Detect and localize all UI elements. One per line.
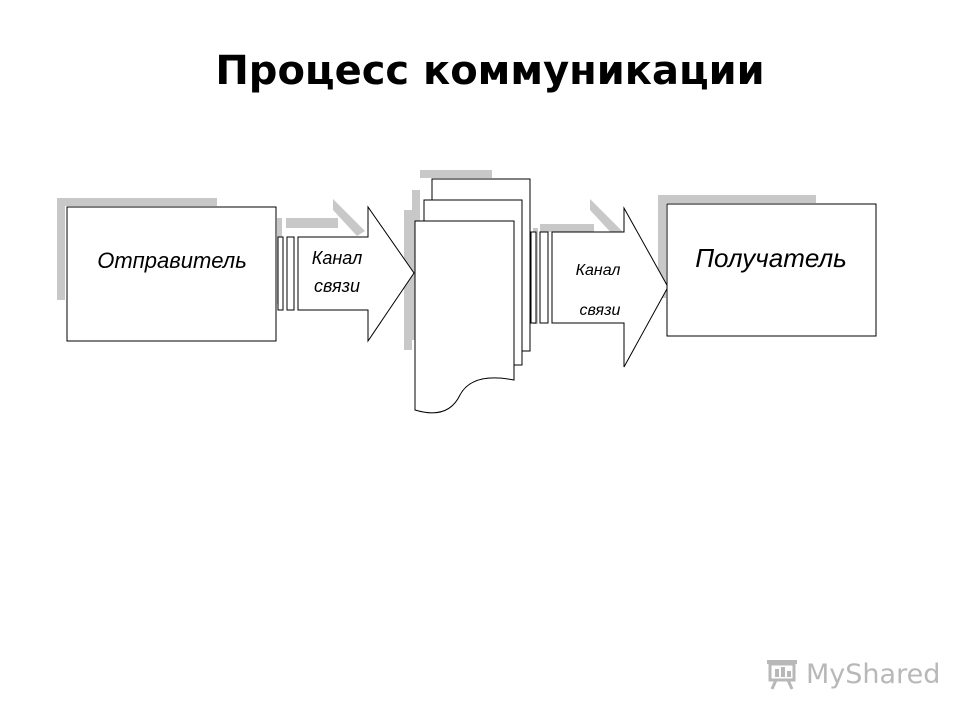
receiver-box-shadow (658, 195, 816, 298)
channel-1-arrow (277, 205, 415, 343)
watermark: MyShared (766, 654, 940, 694)
sender-label: Отправитель (97, 248, 247, 273)
document-stack (414, 178, 531, 414)
sender-box-shadow (57, 198, 217, 300)
sender-box (66, 206, 277, 342)
channel-2-arrow (530, 206, 669, 368)
watermark-text: MyShared (806, 658, 941, 690)
slide-title: Процесс коммуникации (215, 48, 765, 94)
receiver-label: Получатель (695, 243, 847, 273)
channel-2-label-line1: Канал (576, 262, 621, 279)
presentation-board-icon (767, 660, 797, 690)
channel-2-label-line2: связи (580, 302, 621, 319)
receiver-box (666, 203, 877, 337)
channel-1-label-line1: Канал (312, 248, 362, 268)
channel-2-shadow (540, 199, 624, 238)
channel-1-label-line2: связи (314, 276, 360, 296)
document-front (414, 220, 515, 414)
